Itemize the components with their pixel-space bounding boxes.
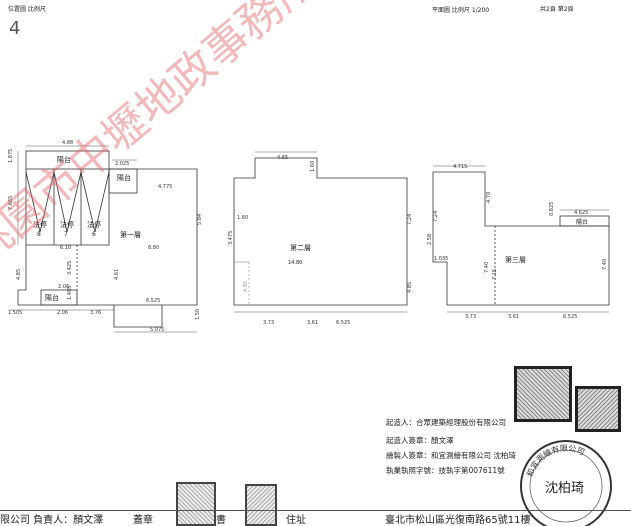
dim-f2-bottom-c: 6.525 xyxy=(336,320,350,326)
dim-f3-bottom-b: 3.61 xyxy=(508,314,519,320)
floor2-label: 第二層 xyxy=(290,243,311,252)
dim-f1-v-mid: 3.425 xyxy=(67,261,73,275)
footer-rule xyxy=(0,510,631,511)
dim-f2-v-right: 7.24 xyxy=(407,214,413,225)
dim-f1-left-v1: 1.875 xyxy=(8,149,14,163)
dim-f3-bottom-c: 6.525 xyxy=(563,314,577,320)
dim-f2-v-gray: 4.85 xyxy=(243,281,249,292)
f1-balcony-bottom-label: 陽台 xyxy=(45,293,59,302)
dim-f1-bottom-b: 2.06 xyxy=(57,310,68,316)
dim-f1-v-right: 5.84 xyxy=(197,214,203,225)
parking-7-number: 7 xyxy=(64,231,68,238)
dim-f2-bottom-a: 3.73 xyxy=(263,320,274,326)
parking-7-label: 法停 xyxy=(60,220,74,229)
dim-f1-v-inner: 4.61 xyxy=(114,269,120,280)
license-line: 執業執照字號：技執字第007611號 xyxy=(386,466,505,475)
dim-f3-balcony-v: 0.825 xyxy=(549,202,555,216)
dim-f1-inner: 6.80 xyxy=(148,245,159,251)
scale-label: 平面圖 比例尺 1/200 xyxy=(432,7,490,14)
footer-address-label: 住址 xyxy=(286,515,306,526)
applicant-line: 起造人：合眾建築經理股份有限公司 xyxy=(386,418,506,427)
dim-f2-v-right-low: 4.85 xyxy=(407,282,413,293)
floor2-outline xyxy=(233,157,408,306)
dim-f1-v-low: 4.85 xyxy=(16,269,22,280)
dim-f1-v-small: 1.485 xyxy=(67,286,73,300)
f1-balcony-top-label: 陽台 xyxy=(57,155,71,164)
company-stamp xyxy=(575,386,621,432)
parking-8-label: 法停 xyxy=(33,220,47,229)
applicant-stamp xyxy=(514,366,572,422)
seal-ring-text: 和宜測繪有限公司 xyxy=(525,444,586,478)
dim-f3-top: 4.715 xyxy=(453,164,467,170)
footer-stamp-left xyxy=(176,482,216,526)
page-indicator: 共2頁 第2頁 xyxy=(540,6,574,13)
dim-f3-balcony-w: 4.625 xyxy=(574,210,588,216)
dim-f1-bottom-total: 5.075 xyxy=(150,327,164,333)
footer-stamp-right xyxy=(245,484,277,526)
dim-f3-v-top: 4.70 xyxy=(486,192,492,203)
surveyor-seal: 和宜測繪有限公司 沈柏琦 xyxy=(520,440,612,526)
dim-f3-v-right: 7.40 xyxy=(602,259,608,270)
floor2-area: 14.80 xyxy=(288,260,302,266)
seal-name: 沈柏琦 xyxy=(545,481,584,496)
dim-f2-v-left: 3.475 xyxy=(228,231,234,245)
dim-f3-h-left: 1.035 xyxy=(434,256,448,262)
dim-f3-bottom-a: 3.73 xyxy=(465,314,476,320)
dim-f1-top: 4.88 xyxy=(62,140,73,146)
dim-f3-v-mid1: 7.40 xyxy=(484,262,490,273)
dim-f2-bottom-b: 3.61 xyxy=(307,320,318,326)
dim-f1-h-mid: 2.06 xyxy=(58,284,69,290)
dim-f1-left-total: 7.665 xyxy=(8,196,14,210)
footer-address: 臺北市松山區光復南路65號11樓 xyxy=(385,515,531,526)
drafter-line: 繪製人簽章：和宜測繪有限公司 沈柏琦 xyxy=(386,451,516,460)
floor1-top-balcony-outline xyxy=(25,150,110,170)
dim-f1-bottom-d: 6.525 xyxy=(146,298,160,304)
footer-company: 限公司 負責人：顏文澤 xyxy=(0,515,104,526)
applicant-signature-line: 起造人簽章：顏文澤 xyxy=(386,436,454,445)
dim-f2-top: 4.65 xyxy=(277,155,288,161)
dim-f2-v-notch: 1.60 xyxy=(310,161,316,172)
dim-f3-v-left2: 2.58 xyxy=(427,234,433,245)
floor3-balcony-outline xyxy=(559,215,610,227)
dim-f1-v-corner: 1.50 xyxy=(195,309,201,320)
f3-balcony-label: 陽台 xyxy=(576,218,588,226)
footer-stamp-label: 蓋章 xyxy=(133,515,153,526)
dim-f1-span: 6.10 xyxy=(60,245,71,251)
dim-f1-right-w: 2.025 xyxy=(115,161,129,167)
floor1-parking-outline xyxy=(25,169,110,246)
dim-f1-bottom-a: 1.505 xyxy=(8,310,22,316)
north-arrow-icon: 4 xyxy=(9,18,21,39)
dim-f2-left-w: 1.60 xyxy=(237,215,248,221)
dim-f3-v-mid2: 7.15 xyxy=(492,269,498,280)
dim-f1-bottom-c: 3.76 xyxy=(90,310,101,316)
location-map-label: 位置圖 比例尺 xyxy=(8,6,46,13)
floor3-label: 第三層 xyxy=(505,255,526,264)
parking-6-label: 法停 xyxy=(87,220,101,229)
svg-text:和宜測繪有限公司: 和宜測繪有限公司 xyxy=(525,444,586,478)
floor3-outline xyxy=(432,171,610,306)
floor1-label: 第一層 xyxy=(120,230,141,239)
footer-stamp-mark: 書 xyxy=(216,515,226,526)
f1-balcony-mid-label: 陽台 xyxy=(117,173,131,182)
dim-f3-v-left: 7.24 xyxy=(433,211,439,222)
dim-f1-side: 4.775 xyxy=(158,184,172,190)
parking-8-number: 8 xyxy=(37,231,41,238)
parking-6-number: 6 xyxy=(92,231,96,238)
